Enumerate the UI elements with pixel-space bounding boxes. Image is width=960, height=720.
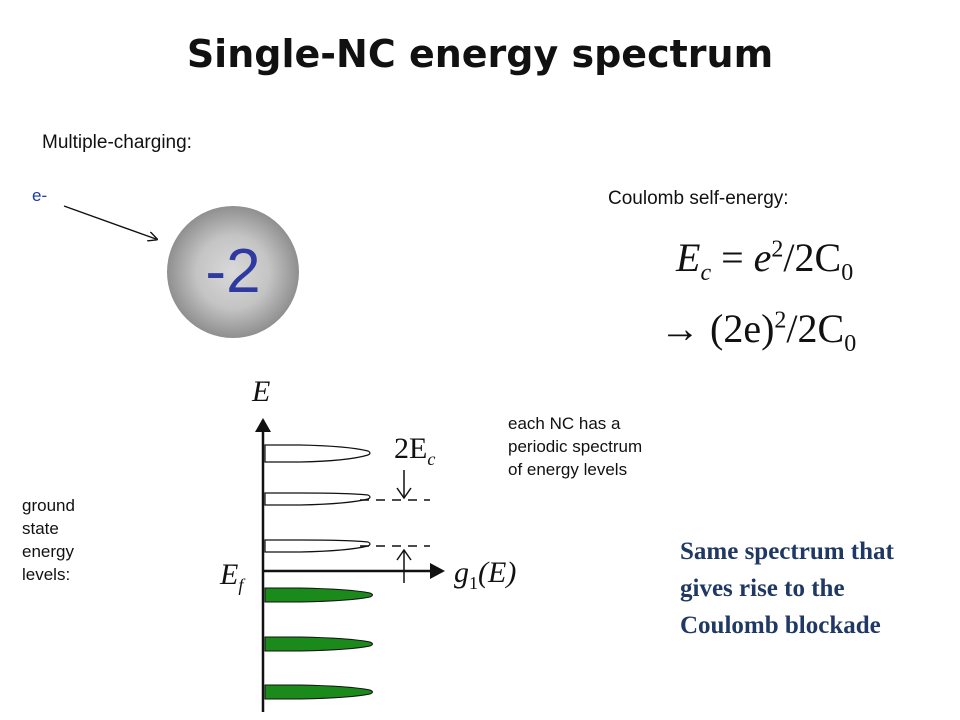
spacing-label-main: 2E [394, 432, 428, 465]
slide-title: Single-NC energy spectrum [186, 32, 774, 76]
coulomb-label: Coulomb self-energy: [608, 188, 789, 209]
coulomb-equation: Ec = e2/2C0 [676, 234, 853, 287]
eq2-denominator-sub: 0 [844, 331, 857, 357]
dos-label: g1(E) [454, 556, 516, 594]
filled-level-2 [264, 636, 373, 652]
eq1-e-sup: 2 [771, 236, 784, 263]
spacing-label-sub: c [427, 449, 436, 469]
dos-label-main: g [454, 556, 469, 589]
eq2-denominator: /2C [786, 306, 845, 351]
dos-axis-arrowhead [430, 563, 445, 579]
eq2-arrow: → [660, 306, 700, 351]
spacing-arrow-up-head [396, 548, 412, 561]
eq2-paren: (2e) [710, 306, 775, 351]
charge-value: -2 [205, 237, 261, 306]
fermi-label-main: E [220, 558, 239, 591]
fermi-label-sub: f [238, 575, 244, 595]
eq1-denominator-sub: 0 [841, 260, 854, 286]
coulomb-equation-doubled: → (2e)2/2C0 [660, 305, 856, 358]
eq1-denominator: /2C [783, 235, 842, 280]
eq1-lhs: E [676, 235, 701, 280]
nanocrystal-sphere [167, 206, 299, 338]
spacing-arrow-down-head [396, 487, 412, 500]
filled-level-1 [264, 587, 373, 603]
multiple-charging-label: Multiple-charging: [42, 132, 192, 153]
spacing-label: 2Ec [394, 432, 435, 470]
eq1-e: e [753, 235, 772, 280]
dos-label-sub: 1 [469, 573, 478, 593]
electron-arrow [63, 205, 156, 239]
periodic-spectrum-text: each NC has a periodic spectrum of energ… [508, 414, 643, 479]
energy-axis-arrowhead [255, 418, 271, 432]
eq2-paren-sup: 2 [774, 307, 787, 334]
empty-level-3 [264, 444, 371, 463]
empty-level-2 [264, 492, 371, 506]
energy-axis-label: E [252, 375, 271, 408]
dos-label-arg: (E) [478, 556, 517, 589]
eq1-lhs-sub: c [700, 260, 712, 286]
ground-state-text: ground state energy levels: [22, 496, 75, 584]
eq1-equals: = [721, 235, 744, 280]
coulomb-blockade-note: Same spectrum that gives rise to the Cou… [680, 538, 894, 639]
empty-level-1 [264, 539, 371, 553]
filled-level-3 [264, 684, 373, 700]
electron-label: e- [32, 186, 48, 205]
fermi-label: Ef [220, 558, 243, 596]
